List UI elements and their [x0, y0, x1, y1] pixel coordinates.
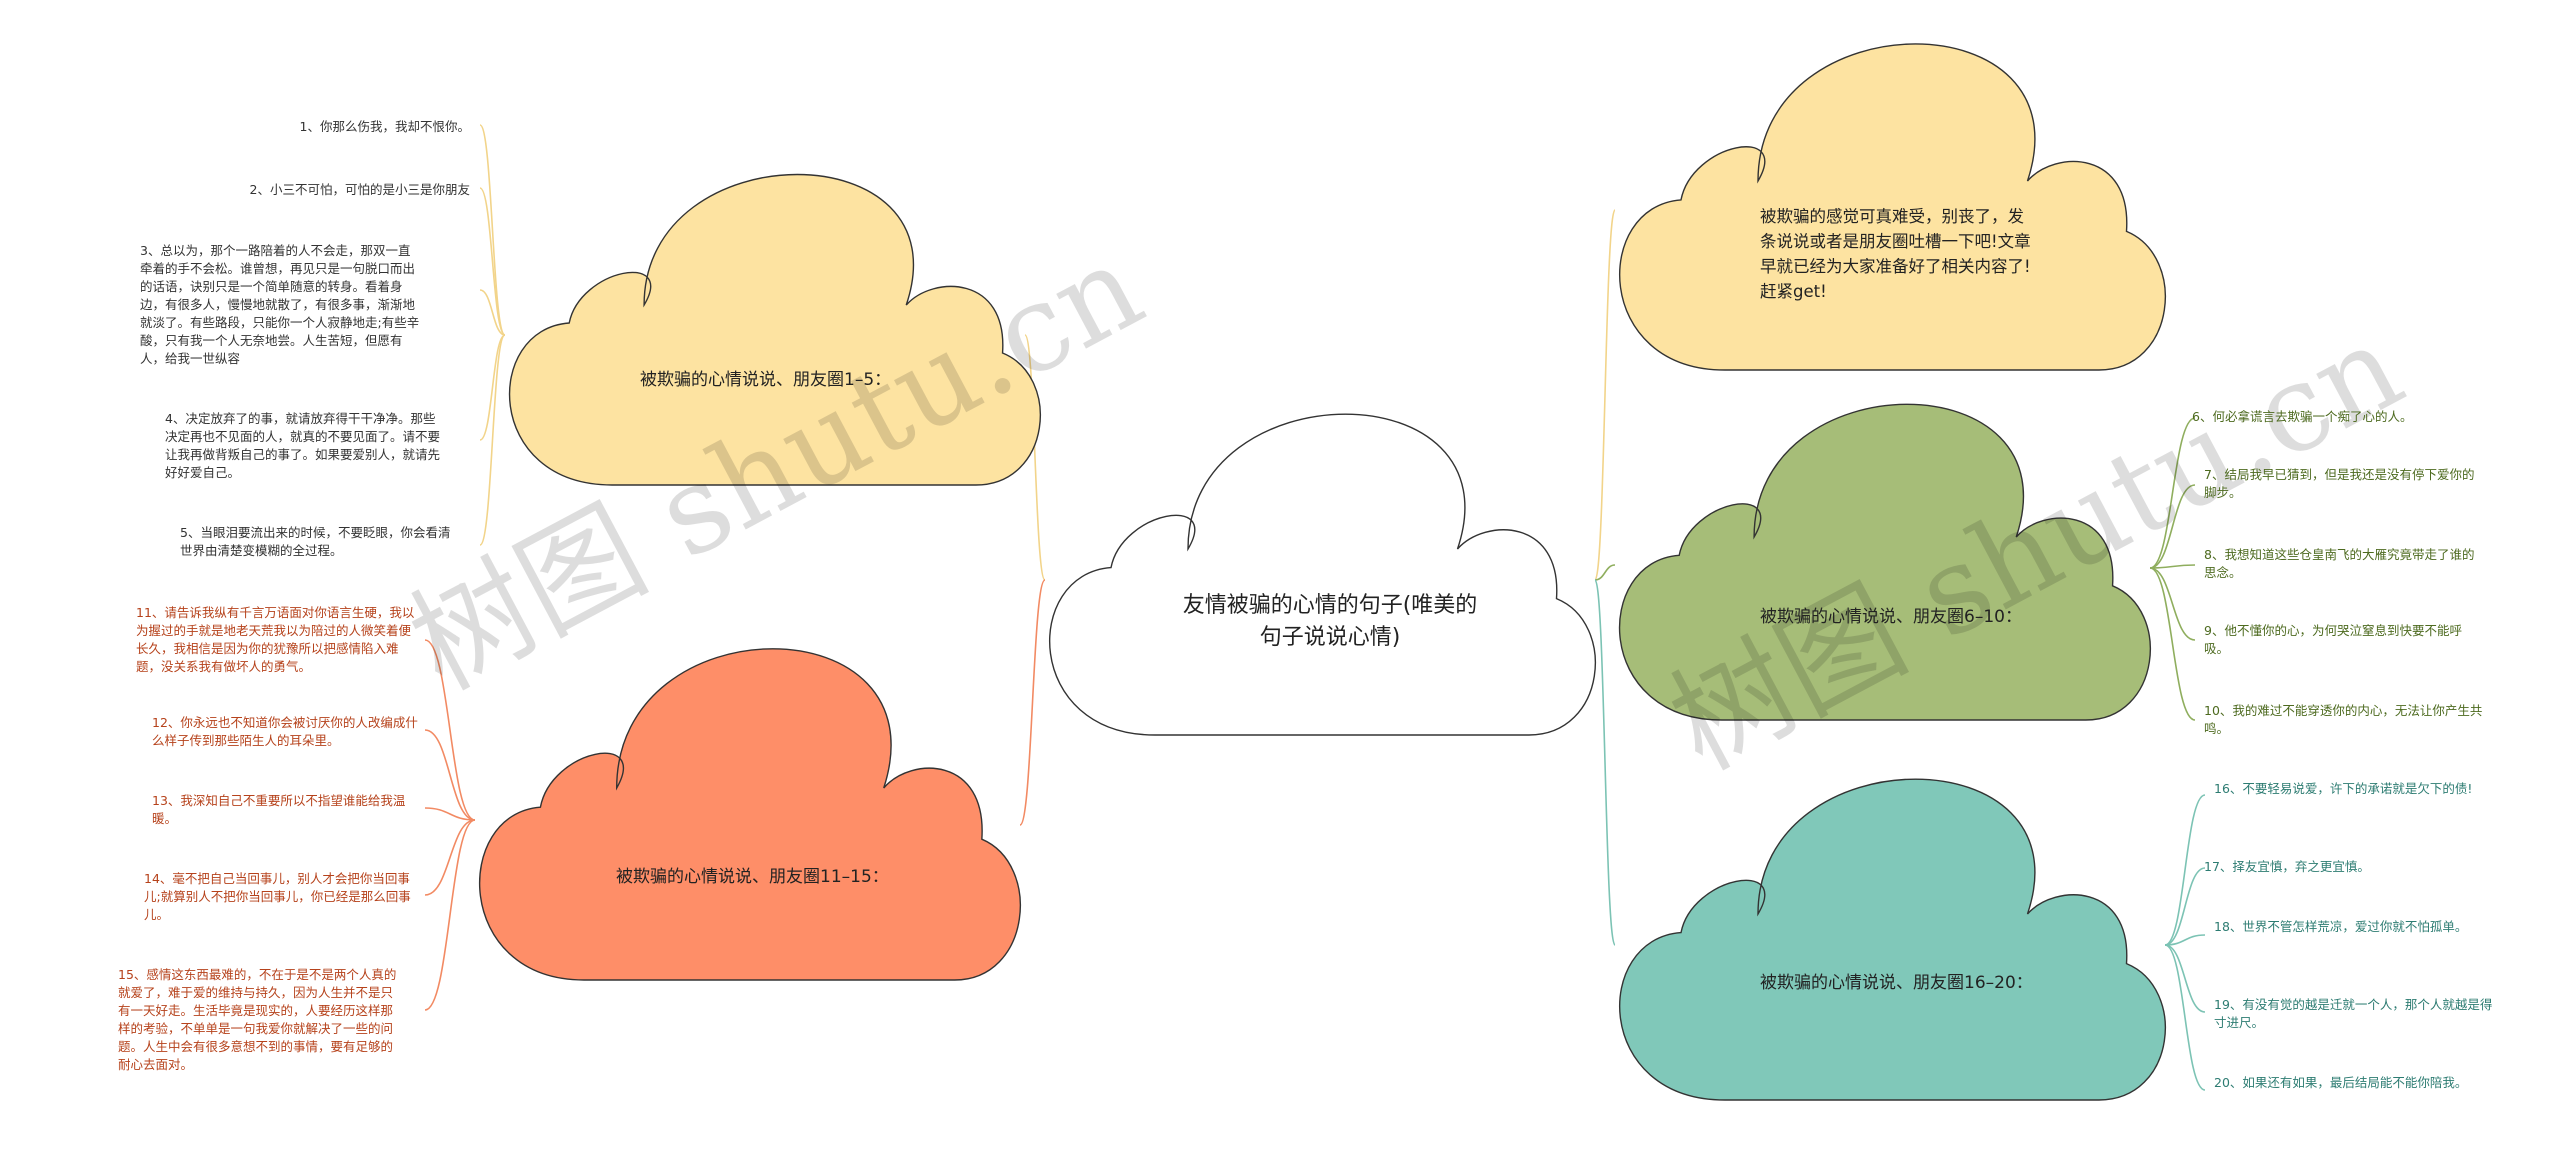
connector-b1-leaf-3 [2149, 564, 2196, 569]
intro-text: 被欺骗的感觉可真难受，别丧了，发条说说或者是朋友圈吐槽一下吧!文章早就已经为大家… [1760, 207, 2031, 301]
leaf-10: 10、我的难过不能穿透你的内心，无法让你产生共鸣。 [2204, 703, 2483, 736]
leaf-15: 15、感情这东西最难的，不在于是不是两个人真的就爱了，难于爱的维持与持久，因为人… [118, 967, 397, 1072]
leaf-5: 5、当眼泪要流出来的时候，不要眨眼，你会看清世界由清楚变模糊的全过程。 [180, 525, 451, 558]
connector-b0-leaf-4 [479, 334, 506, 441]
leaf-11: 11、请告诉我纵有千言万语面对你语言生硬，我以为握过的手就是地老天荒我以为陪过的… [136, 605, 415, 674]
leaf-17: 17、择友宜慎，弃之更宜慎。 [2204, 859, 2370, 874]
connector-b3-leaf-3 [2164, 934, 2206, 946]
connector-b1-leaf-1 [2149, 417, 2196, 569]
connector-b3-leaf-5 [2164, 944, 2206, 1091]
leaf-4: 4、决定放弃了的事，就请放弃得干干净净。那些决定再也不见面的人，就真的不要见面了… [165, 411, 441, 480]
connector-center-b0 [1024, 334, 1046, 581]
leaf-6: 6、何必拿谎言去欺骗一个痴了心的人。 [2192, 409, 2413, 424]
leaf-8: 8、我想知道这些仓皇南飞的大雁究竟带走了谁的思念。 [2204, 547, 2475, 580]
branch-cloud-6-10[interactable] [1618, 403, 2152, 721]
leaf-2: 2、小三不可怕，可怕的是小三是你朋友 [249, 182, 470, 197]
connector-b2-leaf-3 [424, 807, 476, 821]
leaf-16: 16、不要轻易说爱，许下的承诺就是欠下的债! [2214, 781, 2473, 796]
center-cloud[interactable] [1048, 413, 1597, 736]
connector-b0-leaf-2 [479, 187, 506, 336]
connector-center-b3 [1594, 579, 1616, 946]
connector-center-b2 [1019, 579, 1046, 826]
connector-b0-leaf-1 [479, 124, 506, 336]
connector-b2-leaf-2 [424, 729, 476, 821]
leaf-13: 13、我深知自己不重要所以不指望谁能给我温暖。 [152, 793, 406, 826]
connector-b1-leaf-2 [2149, 484, 2196, 569]
branch-cloud-11-15[interactable] [478, 648, 1021, 981]
branch-cloud-16-20[interactable] [1618, 778, 2167, 1101]
connector-b3-leaf-4 [2164, 944, 2206, 1013]
branch-cloud-1-5[interactable] [508, 173, 1042, 486]
leaf-1: 1、你那么伤我，我却不恨你。 [299, 119, 470, 134]
connector-b3-leaf-2 [2164, 867, 2206, 946]
connector-b0-leaf-5 [479, 334, 506, 546]
center-title: 友情被骗的心情的句子(唯美的句子说说心情) [1182, 593, 1478, 650]
connector-center-intro [1594, 209, 1616, 581]
branch-label-1-5: 被欺骗的心情说说、朋友圈1–5： [640, 370, 892, 390]
branch-label-16-20: 被欺骗的心情说说、朋友圈16–20： [1760, 973, 2033, 993]
branch-label-6-10: 被欺骗的心情说说、朋友圈6–10： [1760, 607, 2022, 627]
connector-b2-leaf-5 [424, 819, 476, 1011]
leaf-18: 18、世界不管怎样荒凉，爱过你就不怕孤单。 [2214, 919, 2468, 934]
leaf-12: 12、你永远也不知道你会被讨厌你的人改编成什么样子传到那些陌生人的耳朵里。 [152, 715, 418, 748]
leaf-9: 9、他不懂你的心，为何哭泣窒息到快要不能呼吸。 [2204, 623, 2462, 656]
branch-label-11-15: 被欺骗的心情说说、朋友圈11–15： [616, 867, 889, 887]
connector-b1-leaf-4 [2149, 567, 2196, 641]
connector-b1-leaf-5 [2149, 567, 2196, 721]
leaf-19: 19、有没有觉的越是迁就一个人，那个人就越是得寸进尺。 [2214, 997, 2493, 1030]
intro-cloud[interactable] [1618, 43, 2166, 371]
connector-b0-leaf-3 [479, 289, 506, 336]
connector-b2-leaf-1 [424, 639, 476, 821]
connector-b3-leaf-1 [2164, 794, 2206, 946]
leaf-14: 14、毫不把自己当回事儿，别人才会把你当回事儿;就算别人不把你当回事儿，你已经是… [144, 871, 411, 922]
connector-center-b1 [1594, 564, 1616, 581]
connector-b2-leaf-4 [424, 819, 476, 896]
leaf-3: 3、总以为，那个一路陪着的人不会走，那双一直牵着的手不会松。谁曾想，再见只是一句… [140, 243, 420, 366]
leaf-20: 20、如果还有如果，最后结局能不能你陪我。 [2214, 1075, 2468, 1090]
leaf-7: 7、结局我早已猜到，但是我还是没有停下爱你的脚步。 [2204, 467, 2475, 500]
